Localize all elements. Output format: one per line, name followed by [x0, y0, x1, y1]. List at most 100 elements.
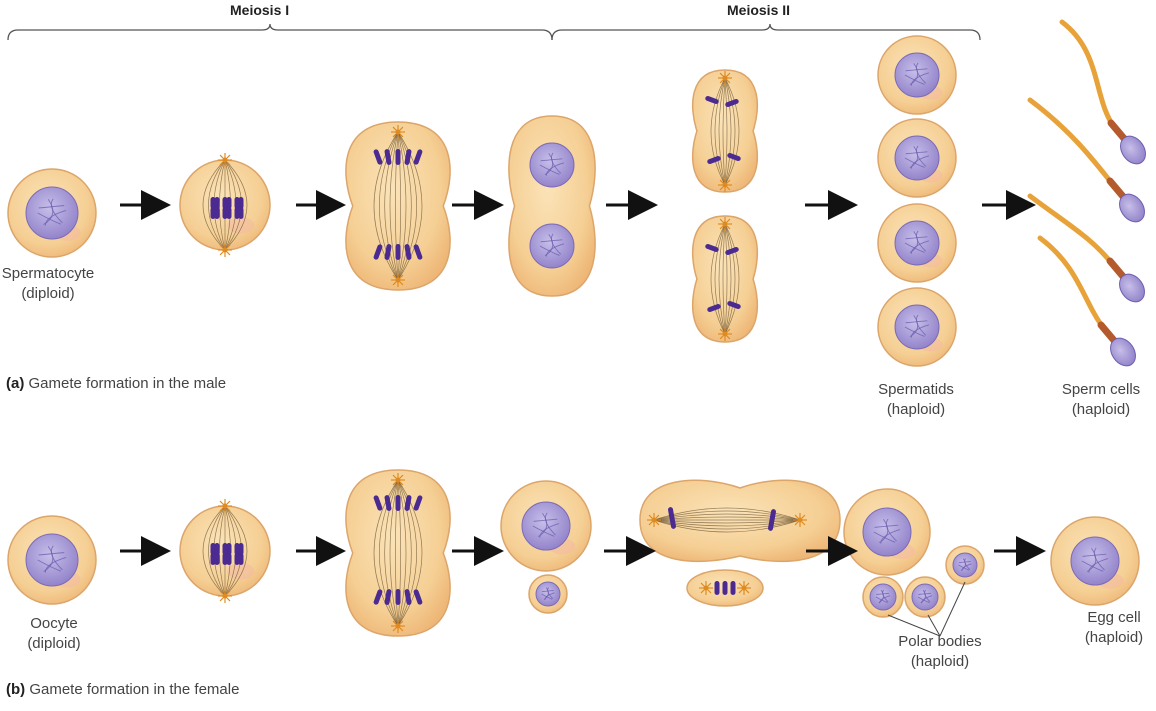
chromosome — [395, 495, 401, 511]
centrosome — [391, 125, 405, 139]
male-caption: (a) Gamete formation in the male — [6, 375, 227, 392]
centrosome — [718, 217, 732, 231]
chromosome — [210, 543, 216, 555]
chromosome — [226, 207, 232, 219]
centrosome — [391, 273, 405, 287]
chromosome — [210, 197, 216, 209]
chromosome — [413, 589, 423, 605]
spermatids-label: Spermatids (haploid) — [878, 381, 954, 418]
chromosome — [707, 155, 721, 165]
cells — [7, 35, 1140, 637]
chromosome — [413, 244, 423, 260]
chromosome — [234, 543, 240, 555]
chromosome — [234, 197, 240, 209]
chromosome — [226, 543, 232, 555]
chromosome — [210, 207, 216, 219]
chromosome — [725, 98, 739, 108]
chromosome — [222, 197, 228, 209]
spindle-fibers — [373, 131, 423, 281]
chromosome — [384, 495, 392, 511]
nucleus — [894, 304, 940, 350]
chromosome — [404, 244, 412, 260]
centrosome — [793, 513, 807, 527]
nucleus — [894, 135, 940, 181]
meiosis-1-heading: Meiosis I — [230, 2, 290, 18]
cytoplasm-shading — [227, 217, 255, 234]
centrosome — [391, 473, 405, 487]
centrosome — [391, 619, 405, 633]
female-caption: (b) Gamete formation in the female — [6, 681, 240, 698]
chromosome — [730, 581, 736, 595]
spindle-fibers — [710, 77, 740, 186]
chromosome — [722, 581, 728, 595]
cytoplasm-shading — [227, 563, 255, 580]
chromosome — [725, 246, 739, 256]
oocyte-label: Oocyte (diploid) — [27, 615, 81, 652]
chromosome — [373, 589, 383, 605]
chromosome — [404, 589, 412, 605]
chromosome — [373, 149, 383, 165]
egg-cell-label: Egg cell (haploid) — [1084, 609, 1144, 646]
nucleus — [894, 52, 940, 98]
meiosis-2-heading: Meiosis II — [727, 2, 791, 18]
chromosome — [413, 495, 423, 511]
female-meiosis-2-cell — [639, 479, 841, 563]
polar-bodies-label: Polar bodies (haploid) — [898, 633, 982, 670]
chromosome — [222, 543, 228, 555]
nucleus — [952, 552, 978, 578]
chromosome — [727, 152, 741, 162]
centrosome — [737, 581, 751, 595]
centrosome — [718, 71, 732, 85]
arrows — [120, 190, 1046, 566]
anaphase-1-cell — [345, 121, 451, 291]
sperm-cell — [1059, 19, 1146, 165]
polar-body-pointer — [887, 614, 941, 637]
phase-bracket — [551, 23, 981, 41]
chromosome — [226, 553, 232, 565]
chromosome — [238, 553, 244, 565]
chromosome — [395, 149, 401, 165]
nucleus — [911, 583, 939, 611]
chromosome — [234, 553, 240, 565]
centrosome — [218, 499, 232, 513]
chromosome — [238, 543, 244, 555]
sperm-cells — [1027, 19, 1146, 367]
polar-pointer-lines — [887, 581, 966, 637]
chromosome — [214, 553, 220, 565]
nucleus — [521, 501, 571, 551]
chromosome — [234, 207, 240, 219]
chromosome — [373, 495, 383, 511]
chromosome — [404, 149, 412, 165]
chromosome — [210, 553, 216, 565]
chromosome — [768, 509, 776, 531]
nucleus — [862, 507, 912, 557]
chromosome — [404, 495, 412, 511]
chromosome — [707, 303, 721, 313]
chromosome — [705, 243, 719, 253]
nucleus — [25, 533, 79, 587]
nucleus — [894, 220, 940, 266]
nucleus — [25, 186, 79, 240]
chromosome — [373, 244, 383, 260]
meiosis-2-cell-bottom — [692, 215, 758, 343]
centrosome — [218, 589, 232, 603]
chromosome — [395, 589, 401, 605]
sperm-cell — [1027, 97, 1145, 223]
centrosome — [218, 153, 232, 167]
chromosome — [727, 300, 741, 310]
centrosome — [718, 178, 732, 192]
sperm-cells-label: Sperm cells (haploid) — [1061, 381, 1141, 418]
chromosome — [714, 581, 720, 595]
chromosome — [226, 197, 232, 209]
nucleus — [529, 142, 575, 188]
chromosome — [668, 507, 676, 529]
female-anaphase-1-cell — [345, 469, 451, 637]
chromosome — [214, 197, 220, 209]
nucleus — [1070, 536, 1120, 586]
chromosome — [395, 244, 401, 260]
polar-body-pointer — [927, 614, 941, 637]
chromosome — [214, 543, 220, 555]
sperm-cell — [1027, 193, 1145, 303]
